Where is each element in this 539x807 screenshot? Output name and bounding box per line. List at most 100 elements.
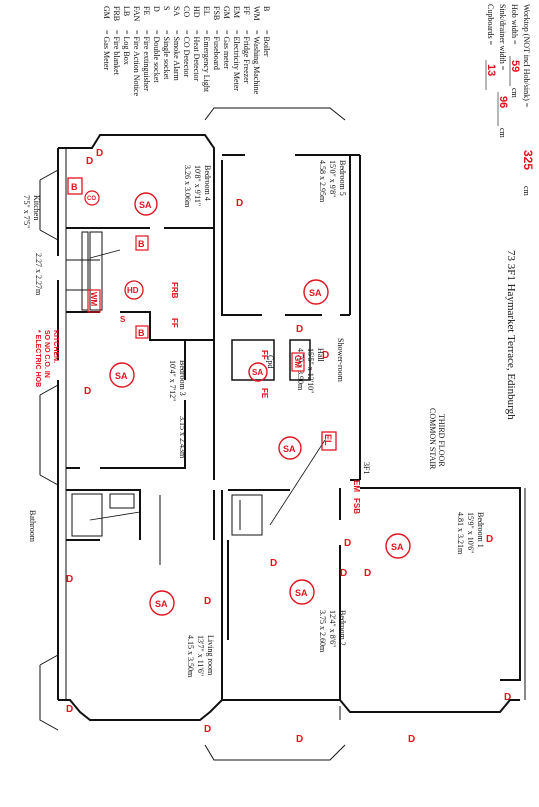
legend-desc: = Boiler — [262, 30, 271, 57]
legend-code: LB — [122, 6, 131, 16]
room-label-bedroom3: Bedroom 3 10'4" x 7'12" 3.15 x 2.43m — [168, 360, 187, 459]
ff-text: FF — [170, 318, 179, 328]
legend-code: FF — [242, 6, 251, 15]
d-text: D — [486, 534, 493, 545]
stair-label: COMMON STAIR THIRD FLOOR — [428, 408, 446, 470]
room-name: Hall — [316, 348, 325, 363]
legend-code: GM — [222, 6, 231, 19]
legend-desc: = Log Box — [122, 30, 131, 65]
sa-text: SA — [391, 542, 404, 552]
common-stair-text: COMMON STAIR — [428, 408, 437, 470]
cupboards-value: 13 — [485, 64, 497, 76]
sa-text: SA — [115, 371, 128, 381]
legend-code: SA — [172, 6, 181, 16]
room-metric: 4.70 x 3.90m — [296, 348, 305, 391]
svg-text:HD= Heat Detector: HD= Heat Detector — [192, 6, 201, 81]
ff-text: FF — [260, 350, 269, 360]
address-title: 73 3F1 Haymarket Terrace, Edinburgh — [505, 250, 517, 420]
worktop-unit: cm — [522, 186, 531, 197]
legend-code: S — [162, 6, 171, 10]
svg-text:D= Double socket: D= Double socket — [152, 6, 161, 83]
svg-text:FAN= Fire Action Notice: FAN= Fire Action Notice — [132, 6, 141, 97]
room-label-bedroom1: Bedroom 1 15'9" x 10'6" 4.81 x 3.21m — [456, 512, 485, 555]
fridge-freezer-mark: FF — [170, 318, 179, 328]
d-text: D — [364, 568, 371, 579]
legend-desc: = CO Detector — [182, 30, 191, 78]
legend-code: GM — [102, 6, 111, 19]
room-name: Bedroom 4 — [203, 165, 212, 201]
d-text: D — [66, 704, 73, 715]
smoke-alarm-hall: SA — [278, 436, 302, 460]
d-text: D — [322, 350, 329, 361]
svg-text:EM= Electricity Meter: EM= Electricity Meter — [232, 6, 241, 91]
fe-text: FE — [260, 388, 269, 399]
legend-code: EL — [202, 6, 211, 16]
washing-machine-mark: WM — [87, 289, 101, 313]
note-line: * ELECTRIC HOB — [34, 330, 41, 387]
room-name: Bathroom — [28, 510, 37, 543]
room-label-living: Living room 13'7" x 11'6" 4.15 x 3.50m — [186, 635, 215, 678]
sa-text: SA — [295, 588, 308, 598]
legend-desc: = Fire Action Notice — [132, 30, 141, 97]
label-pointers — [89, 249, 326, 526]
room-name: Shower-room — [336, 338, 345, 383]
room-imperial: 15'0" x 9'8" — [328, 160, 337, 197]
fire-blanket-mark: FRB — [170, 282, 179, 299]
smoke-alarm-bed2: SA — [289, 579, 315, 605]
svg-text:FSB= Fuseboard: FSB= Fuseboard — [212, 6, 221, 70]
legend-code: FRB — [112, 6, 121, 21]
room-metric: 4.15 x 3.50m — [186, 635, 195, 678]
measurements-block: Worktop (NOT incl Hob/sink) = 325 cm Hob… — [485, 4, 535, 197]
legend-desc: = Washing Machine — [252, 30, 261, 95]
legend-desc: = Gas Meter — [102, 30, 111, 70]
legend-code: HD — [192, 6, 201, 18]
room-name: Bedroom 2 — [338, 610, 347, 646]
electric-hob-note: * ELECTRIC HOB SO NO C.O. IN KITCHEN. — [34, 330, 59, 387]
legend-desc: = Gas meter — [222, 30, 231, 70]
sa-text: SA — [155, 599, 168, 609]
kitchen-b-mark-1: B — [135, 235, 149, 251]
smoke-alarm-bed4: SA — [134, 192, 158, 216]
svg-text:B= Boiler: B= Boiler — [262, 6, 271, 57]
bathroom-fittings — [71, 493, 161, 565]
room-imperial: 15'5" x 12'10" — [306, 348, 315, 393]
legend-code: D — [152, 6, 161, 12]
room-label-shower: Shower-room — [336, 338, 345, 383]
b-text: B — [71, 182, 78, 192]
svg-text:WM= Washing Machine: WM= Washing Machine — [252, 6, 261, 95]
d-text: D — [296, 734, 303, 745]
smoke-alarm-bed1: SA — [385, 533, 411, 559]
note-line: SO NO C.O. IN — [43, 330, 50, 378]
gas-meter-mark: GM — [291, 352, 305, 372]
hall-ff-mark: FF — [260, 350, 269, 360]
d-text: D — [96, 148, 103, 159]
room-metric: 4.81 x 3.21m — [456, 512, 465, 555]
boiler-mark: B — [67, 177, 83, 195]
d-text: D — [296, 324, 303, 335]
address-header: 73 3F1 Haymarket Terrace, Edinburgh — [505, 250, 517, 420]
d-text: D — [344, 538, 351, 549]
b-text: B — [138, 239, 145, 249]
room-label-kitchen: Kitchen 7'5" x 7'5" 2.27 x 2.27m — [22, 195, 43, 296]
hob-label: Hob width = — [510, 4, 519, 45]
room-imperial: 10'4" x 7'12" — [168, 360, 177, 401]
smoke-alarm-living: SA — [149, 590, 175, 616]
room-name: Bedroom 1 — [476, 512, 485, 548]
svg-text:FF= Fridge Freezer: FF= Fridge Freezer — [242, 6, 251, 84]
el-text: EL — [323, 434, 333, 446]
sa-text: SA — [309, 288, 322, 298]
legend-code: CO — [182, 6, 191, 17]
room-name: Bedroom 5 — [338, 160, 347, 196]
room-name: Kitchen — [32, 195, 41, 220]
d-text: D — [204, 596, 211, 607]
electricity-meter-mark: EM — [352, 480, 361, 492]
hall-fe-mark: FE — [260, 388, 269, 399]
room-name: Living room — [206, 635, 215, 676]
flat-ref-label: 3F1 — [362, 462, 371, 474]
room-imperial: 12'4" x 8'6" — [328, 610, 337, 647]
room-metric: 3.75 x 2.60m — [318, 610, 327, 653]
d-text: D — [270, 558, 277, 569]
cupboards-label: Cupboards = — [486, 4, 495, 46]
room-imperial: 13'7" x 11'6" — [196, 635, 205, 676]
